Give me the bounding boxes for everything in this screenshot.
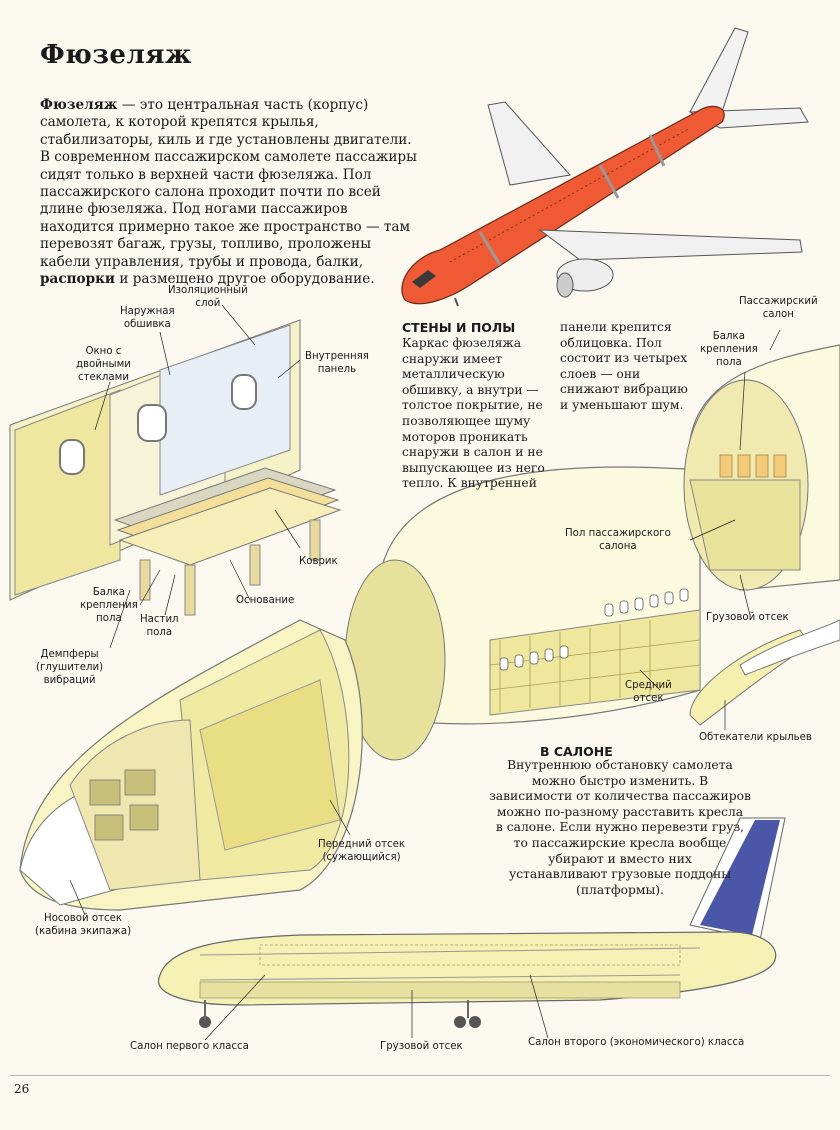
label-line: отсек: [633, 693, 664, 704]
walls-line: снаружи имеет: [402, 351, 503, 366]
label-line: салон: [762, 309, 794, 320]
walls-line: Каркас фюзеляжа: [402, 336, 522, 350]
walls-line: металлическую: [402, 367, 505, 382]
label-floor-deck: Настил пола: [140, 613, 179, 639]
label-first-class: Салон первого класса: [130, 1041, 249, 1052]
label-economy-class: Салон второго (экономического) класса: [528, 1037, 745, 1048]
label-line: Пол пассажирского: [565, 528, 671, 539]
intro-paragraph: Фюзеляж — это центральная часть (корпус)…: [40, 97, 425, 288]
label-line: пола: [716, 357, 742, 368]
label-front-section: Передний отсек (сужающийся): [318, 838, 405, 864]
label-line: стеклами: [77, 372, 129, 383]
cabin-line: то пассажирские кресла вообще: [513, 835, 727, 850]
label-floor-beam-2: Балка крепления пола: [700, 330, 758, 369]
label-line: обшивка: [123, 319, 171, 330]
label-line: Пассажирский: [739, 296, 818, 307]
walls-line: состоит из четырех: [560, 351, 688, 366]
walls-floors-text-col1: Каркас фюзеляжа снаружи имеет металличес…: [402, 336, 545, 492]
cabin-heading: В САЛОНЕ: [540, 744, 613, 759]
cabin-line: можно быстро изменить. В: [531, 773, 709, 788]
cabin-line: зависимости от количества пассажиров: [489, 789, 751, 804]
cabin-line: Внутреннюю обстановку самолета: [507, 758, 733, 772]
label-line: слой: [195, 298, 221, 309]
fuselage-sections-illustration: [19, 344, 840, 911]
label-line: Средний: [625, 680, 672, 691]
label-carpet: Коврик: [299, 556, 338, 567]
side-view-airliner-illustration: [157, 817, 786, 1028]
label-line: Настил: [140, 614, 179, 625]
label-outer-skin: Наружная обшивка: [120, 305, 175, 331]
label-cargo-hold: Грузовой отсек: [706, 612, 789, 623]
walls-line: моторов проникать: [402, 429, 528, 444]
walls-line: снаружи в салон и не: [402, 445, 543, 460]
walls-line: снижают вибрацию: [560, 382, 688, 397]
walls-line: облицовка. Пол: [560, 335, 662, 350]
label-line: Внутренняя: [305, 351, 369, 362]
walls-line: выпускающее из него: [402, 460, 545, 475]
label-passenger-cabin: Пассажирский салон: [739, 295, 818, 321]
walls-line: обшивку, а внутри —: [402, 382, 539, 397]
label-line: Передний отсек: [318, 839, 406, 850]
label-line: Наружная: [120, 306, 175, 317]
label-line: Балка: [92, 587, 125, 598]
label-line: панель: [317, 364, 357, 375]
page-title: Фюзеляж: [40, 40, 192, 70]
intro-lead-term: Фюзеляж: [40, 97, 118, 113]
walls-line: панели крепится: [560, 320, 672, 334]
label-line: салона: [599, 541, 637, 552]
cabin-text: Внутреннюю обстановку самолета можно быс…: [470, 758, 770, 898]
label-line: вибраций: [43, 675, 96, 686]
label-line: (сужающийся): [322, 852, 401, 863]
wall-floor-cutaway-illustration: [9, 319, 342, 616]
label-insulation: Изоляционный слой: [168, 284, 248, 310]
label-line: двойными: [76, 359, 131, 370]
walls-line: толстое покрытие, не: [402, 398, 543, 413]
label-middle-section: Средний отсек: [625, 679, 672, 705]
intro-bold-term: распорки: [40, 271, 116, 288]
label-nose-section: Носовой отсек (кабина экипажа): [35, 912, 131, 938]
cabin-line: (платформы).: [576, 882, 664, 897]
label-dampers: Демпферы (глушители) вибраций: [36, 648, 103, 687]
label-line: Окно с: [85, 346, 122, 357]
cabin-line: в салоне. Если нужно перевезти груз,: [495, 820, 745, 835]
label-line: Демпферы: [40, 649, 99, 660]
bottom-divider: [10, 1075, 830, 1076]
label-line: Носовой отсек: [44, 913, 123, 924]
label-line: крепления: [700, 344, 758, 355]
label-cargo-hold-2: Грузовой отсек: [380, 1041, 463, 1052]
label-line: Изоляционный: [168, 285, 248, 296]
label-wing-fairings: Обтекатели крыльев: [699, 732, 812, 743]
label-line: (кабина экипажа): [35, 926, 132, 937]
cabin-line: устанавливают грузовые поддоны: [508, 867, 732, 882]
walls-line: и уменьшают шум.: [560, 397, 684, 412]
label-line: пола: [96, 613, 122, 624]
label-line: Балка: [712, 331, 745, 342]
intro-text-2: и размещено другое оборудование.: [115, 271, 375, 288]
leader-lines: [69, 304, 781, 1041]
label-line: крепления: [80, 600, 138, 611]
label-inner-panel: Внутренняя панель: [305, 350, 369, 376]
label-floor-beam: Балка крепления пола: [80, 586, 138, 625]
walls-floors-text-col2: панели крепится облицовка. Пол состоит и…: [560, 320, 688, 414]
label-line: (глушители): [36, 662, 104, 673]
cabin-line: можно по-разному расставить кресла: [496, 804, 744, 819]
label-cabin-floor: Пол пассажирского салона: [565, 527, 671, 553]
walls-line: позволяющее шуму: [402, 413, 531, 428]
walls-line: слоев — они: [560, 366, 641, 381]
cabin-line: убирают и вместо них: [548, 851, 692, 866]
label-line: пола: [146, 627, 173, 638]
walls-line: тепло. К внутренней: [402, 476, 537, 491]
label-window: Окно с двойными стеклами: [76, 345, 131, 384]
label-base: Основание: [236, 595, 295, 606]
page-number: 26: [14, 1082, 30, 1096]
walls-floors-heading: СТЕНЫ И ПОЛЫ: [402, 320, 516, 335]
red-airliner-illustration: [401, 27, 809, 307]
intro-text-1: — это центральная часть (корпус) самолет…: [40, 97, 417, 270]
